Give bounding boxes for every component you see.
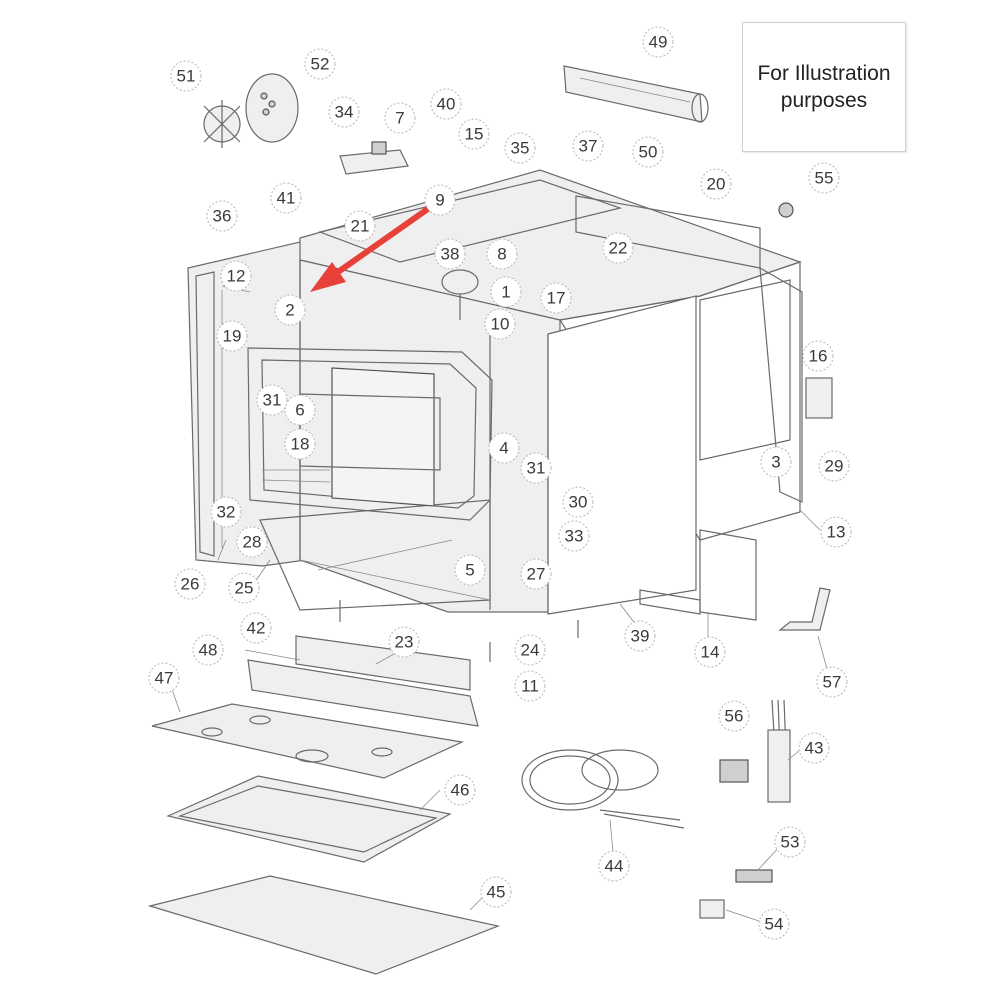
callout-label: 18 — [291, 435, 310, 454]
back-panel — [575, 195, 833, 503]
small-parts — [203, 65, 831, 919]
fan-blade-icon — [203, 100, 241, 148]
callout-label: 40 — [437, 95, 456, 114]
pointer-arrow — [310, 203, 435, 292]
callout-label: 51 — [177, 67, 196, 86]
callout-labels: 1 2 3 4 5 6 7 8 9 10 11 12 13 14 15 16 1… — [148, 26, 852, 940]
callout-label: 31 — [527, 459, 546, 478]
callout-label: 48 — [199, 641, 218, 660]
sensor-icon — [778, 202, 794, 218]
callout-label: 15 — [465, 125, 484, 144]
callout-label: 25 — [235, 579, 254, 598]
callout-label: 57 — [823, 673, 842, 692]
callout-label: 21 — [351, 217, 370, 236]
callout-label: 11 — [521, 677, 539, 696]
illustration-note-text: For Illustration purposes — [757, 61, 891, 112]
callout-label: 52 — [311, 55, 330, 74]
callout-label: 5 — [465, 561, 474, 580]
callout-label: 34 — [335, 103, 354, 122]
callout-label: 1 — [501, 283, 510, 302]
callout-label: 36 — [213, 207, 232, 226]
callout-label: 46 — [451, 781, 470, 800]
callout-label: 19 — [223, 327, 242, 346]
callout-label: 24 — [521, 641, 540, 660]
callout-label: 28 — [243, 533, 262, 552]
callout-label: 27 — [527, 565, 546, 584]
callout-label: 50 — [639, 143, 658, 162]
callout-label: 31 — [263, 391, 282, 410]
callout-label: 10 — [491, 315, 510, 334]
callout-label: 54 — [765, 915, 784, 934]
callout-label: 39 — [631, 627, 650, 646]
callout-label: 45 — [487, 883, 506, 902]
illustration-note: For Illustration purposes — [742, 22, 906, 152]
wire-harness-icon — [767, 699, 791, 803]
callout-label: 33 — [565, 527, 584, 546]
callout-label: 29 — [825, 457, 844, 476]
connector-icon — [699, 899, 725, 919]
callout-label: 8 — [497, 245, 506, 264]
callout-label: 23 — [395, 633, 414, 652]
callout-label: 2 — [285, 301, 294, 320]
bracket-icon — [778, 587, 831, 631]
callout-label: 14 — [701, 643, 720, 662]
callout-label: 38 — [441, 245, 460, 264]
callout-label: 49 — [649, 33, 668, 52]
blower-motor-icon — [563, 65, 709, 123]
callout-label: 35 — [511, 139, 530, 158]
callout-label: 7 — [395, 109, 404, 128]
right-side-cover — [547, 295, 697, 615]
callout-label: 9 — [435, 191, 444, 210]
callout-label: 17 — [547, 289, 566, 308]
switch-icon — [735, 869, 773, 883]
callout-label: 3 — [771, 453, 780, 472]
callout-label: 53 — [781, 833, 800, 852]
fan-plate-icon — [245, 73, 299, 143]
control-board-icon — [339, 141, 409, 175]
callout-label: 42 — [247, 619, 266, 638]
callout-label: 12 — [227, 267, 246, 286]
callout-label: 37 — [579, 137, 598, 156]
callout-label: 41 — [277, 189, 296, 208]
callout-label: 22 — [609, 239, 628, 258]
callout-label: 56 — [725, 707, 744, 726]
callout-label: 20 — [707, 175, 726, 194]
callout-label: 32 — [217, 503, 236, 522]
callout-label: 55 — [815, 169, 834, 188]
callout-label: 13 — [827, 523, 846, 542]
callout-label: 26 — [181, 575, 200, 594]
heating-element-icon — [521, 749, 685, 829]
callout-label: 6 — [295, 401, 304, 420]
callout-label: 4 — [499, 439, 508, 458]
callout-label: 30 — [569, 493, 588, 512]
oven-cavity — [247, 347, 493, 521]
callout-label: 43 — [805, 739, 824, 758]
terminal-block-icon — [719, 759, 749, 783]
leveling-legs-icon — [339, 600, 579, 662]
convection-motor-icon — [441, 269, 479, 320]
callout-label: 44 — [605, 857, 624, 876]
callout-label: 47 — [155, 669, 174, 688]
base-parts — [147, 529, 757, 975]
callout-label: 16 — [809, 347, 828, 366]
